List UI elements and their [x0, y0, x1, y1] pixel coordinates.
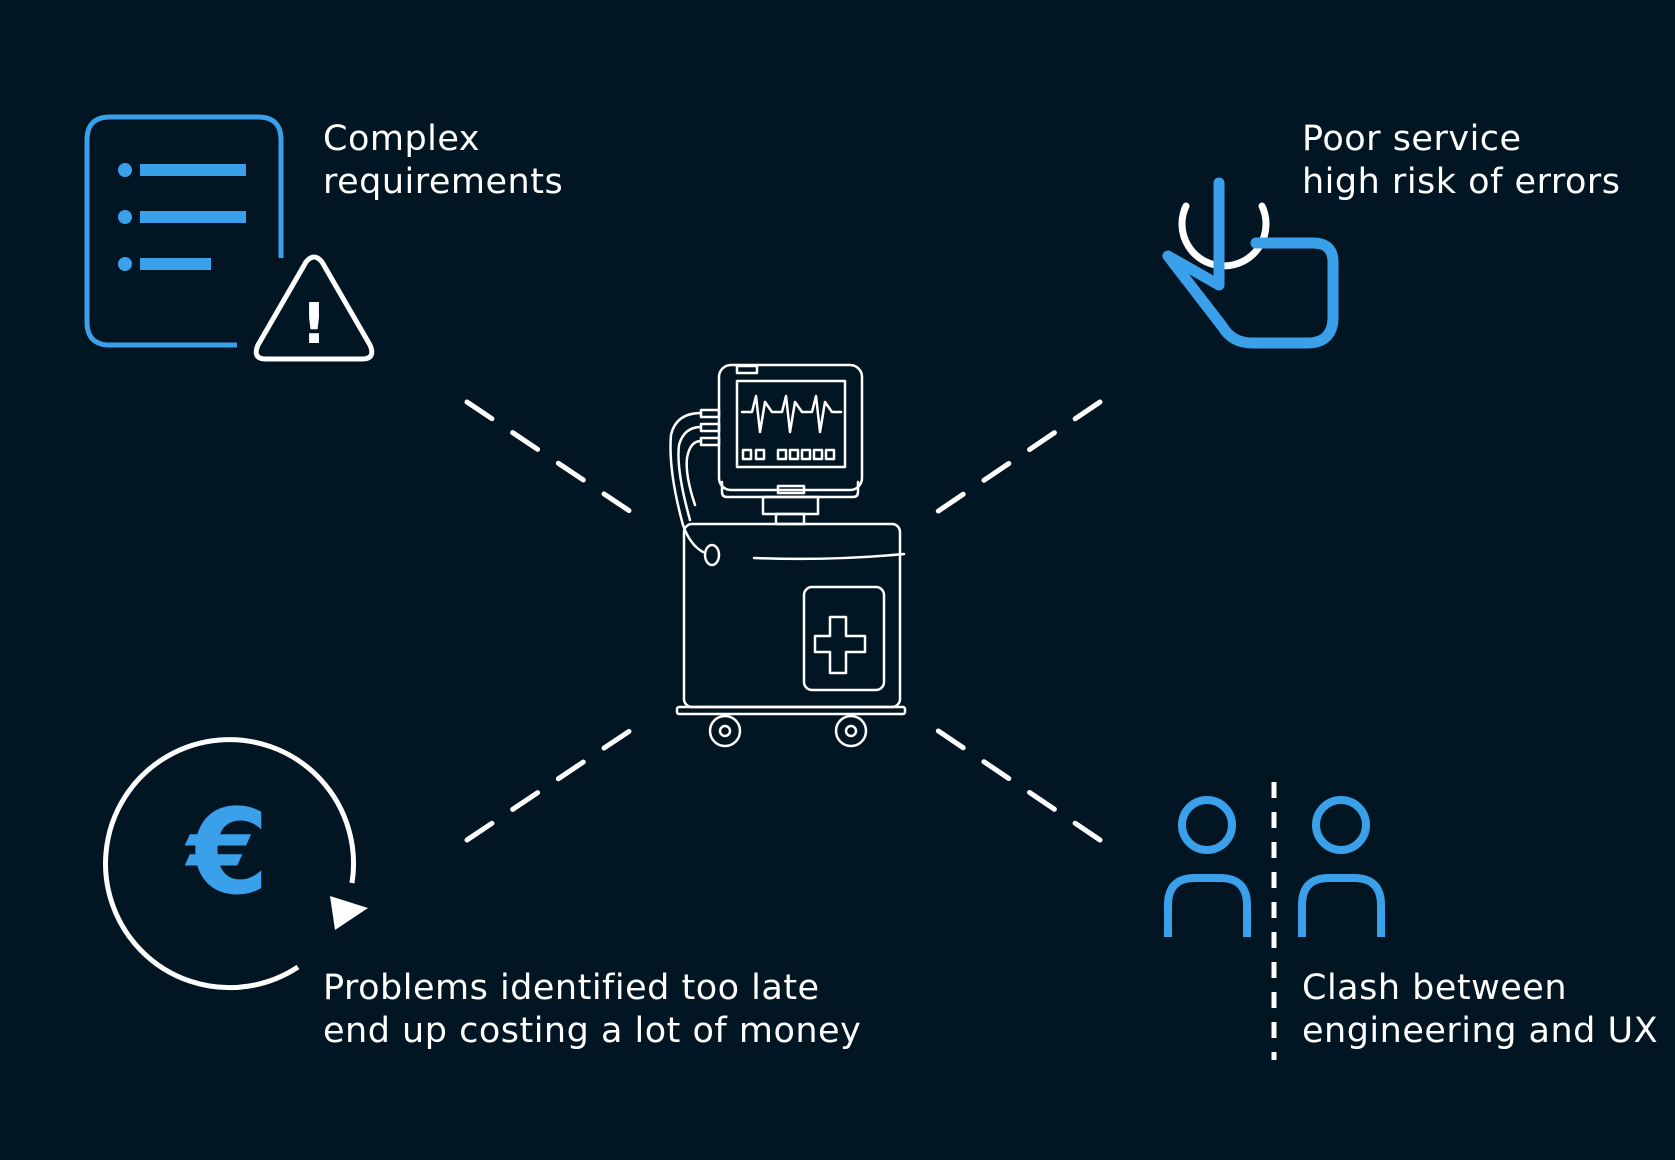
person-left-head — [1178, 796, 1236, 854]
person-right-head — [1312, 796, 1370, 854]
connector-top-left — [464, 399, 643, 521]
tap-gesture-icon — [1162, 177, 1339, 349]
label-line: high risk of errors — [1302, 162, 1621, 202]
label-line: Complex — [323, 119, 481, 159]
label-line: Problems identified too late — [323, 968, 820, 1008]
medical-device-icon — [669, 363, 907, 748]
connector-bottom-left — [464, 721, 643, 843]
divided-people-icon — [1164, 782, 1385, 1060]
label-line: Poor service — [1302, 119, 1522, 159]
person-left-body — [1164, 874, 1251, 937]
label-line: Clash between — [1302, 968, 1568, 1008]
connector-bottom-right — [925, 721, 1103, 843]
euro-cycle-icon: € — [103, 737, 368, 991]
euro-symbol: € — [184, 783, 269, 921]
label-line: engineering and UX — [1302, 1011, 1659, 1051]
label-line: end up costing a lot of money — [323, 1011, 862, 1051]
document-warning-icon: ! — [84, 114, 375, 362]
label-clash: Clash between engineering and UX — [1302, 967, 1658, 1053]
connector-lines — [464, 399, 1103, 843]
label-line: requirements — [323, 162, 564, 202]
warning-mark: ! — [301, 292, 327, 357]
label-problems-late: Problems identified too late end up cost… — [323, 967, 861, 1053]
person-right-body — [1298, 874, 1385, 937]
label-complex-requirements: Complex requirements — [323, 118, 563, 204]
label-poor-service: Poor service high risk of errors — [1302, 118, 1621, 204]
connector-top-right — [925, 399, 1103, 521]
